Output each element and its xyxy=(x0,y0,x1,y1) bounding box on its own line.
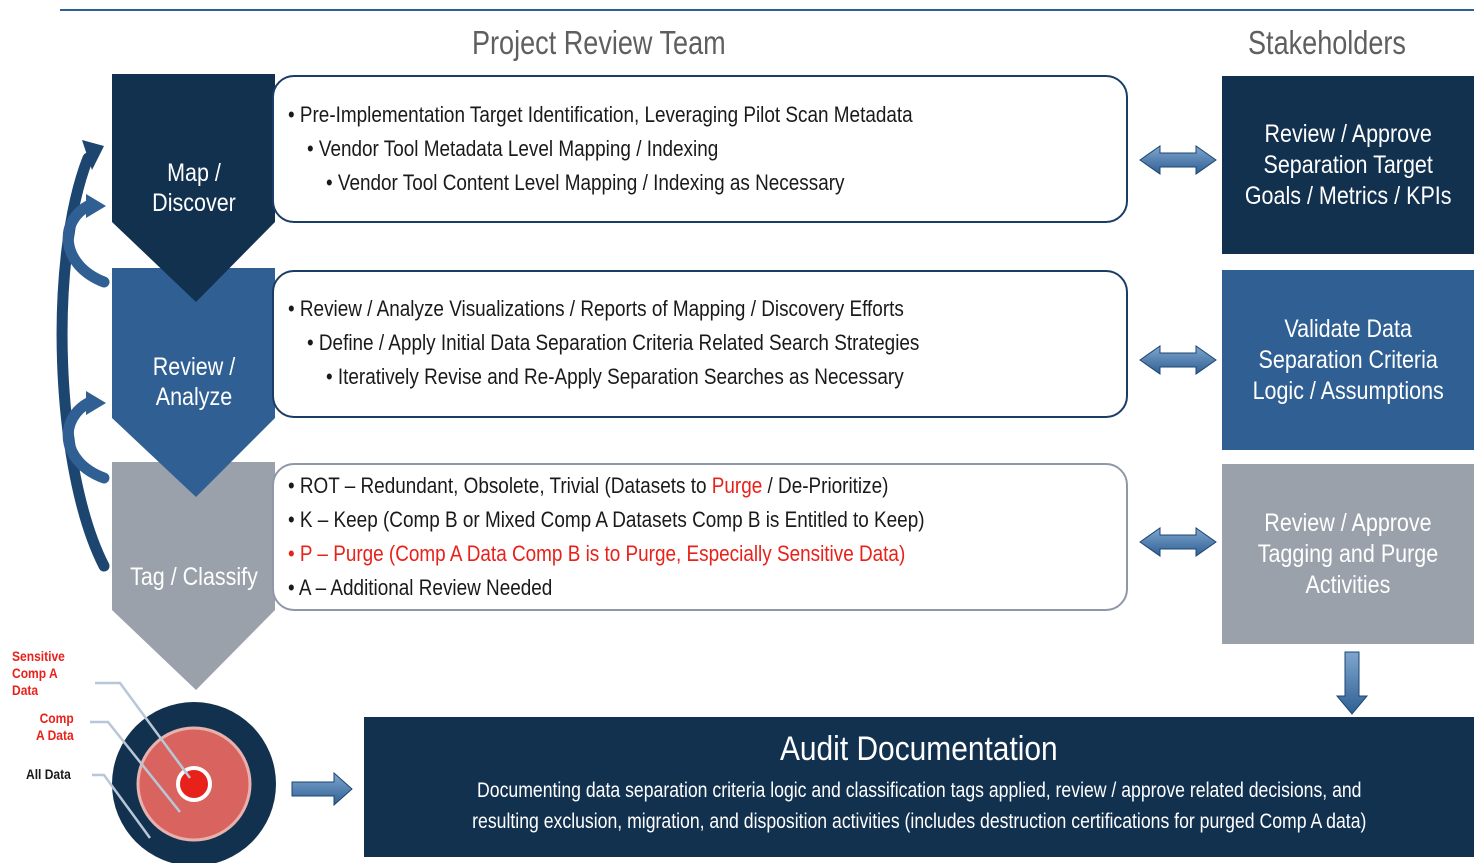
bullet-rot-suffix: / De-Prioritize) xyxy=(762,473,889,498)
bullet-define-criteria: • Define / Apply Initial Data Separation… xyxy=(307,330,920,355)
box-review-analyze xyxy=(272,270,1128,418)
audit-documentation-box: Audit Documentation Documenting data sep… xyxy=(364,717,1474,857)
stage-review-analyze-line2: Analyze xyxy=(155,383,233,411)
feedback-arrows xyxy=(56,140,110,572)
bullet-additional-review: • A – Additional Review Needed xyxy=(288,575,553,600)
stakeholder-2-line2: Separation Criteria xyxy=(1258,345,1438,374)
right-arrow xyxy=(291,771,353,807)
curved-arrow-upper-head xyxy=(86,194,106,218)
stakeholder-box-validate-criteria: Validate Data Separation Criteria Logic … xyxy=(1222,270,1474,450)
stakeholder-1-line1: Review / Approve xyxy=(1264,119,1432,148)
audit-description-line1: Documenting data separation criteria log… xyxy=(476,779,1362,802)
box-map-discover xyxy=(272,75,1128,223)
stage-map-discover: Map / Discover xyxy=(141,158,248,218)
stage-tag-classify: Tag / Classify xyxy=(118,562,269,592)
stage-tag-classify-line1: Tag / Classify xyxy=(130,563,258,591)
legend-comp-a-data: Comp A Data xyxy=(36,710,74,744)
bullet-vendor-content: • Vendor Tool Content Level Mapping / In… xyxy=(326,170,845,195)
stakeholder-2-line1: Validate Data xyxy=(1284,314,1412,343)
curved-arrow-long-head xyxy=(82,140,104,170)
curved-arrow-upper xyxy=(62,199,110,288)
audit-description-line2: resulting exclusion, migration, and disp… xyxy=(471,810,1367,833)
chevron-map-discover xyxy=(112,74,275,302)
double-arrow-3 xyxy=(1139,527,1217,557)
bullet-review-visualizations: • Review / Analyze Visualizations / Repo… xyxy=(288,296,904,321)
header-project-review-team: Project Review Team xyxy=(472,24,726,61)
bullet-rot: • ROT – Redundant, Obsolete, Trivial (Da… xyxy=(288,469,888,503)
chevron-review-analyze xyxy=(112,268,275,497)
stakeholder-box-approve-tagging: Review / Approve Tagging and Purge Activ… xyxy=(1222,464,1474,644)
legend-comp-a-line2: A Data xyxy=(36,727,74,743)
stage-map-discover-line1: Map / xyxy=(167,159,221,187)
legend-sensitive-line3: Data xyxy=(12,682,39,698)
bullet-iteratively-revise: • Iteratively Revise and Re-Apply Separa… xyxy=(326,364,904,389)
leader-all-data xyxy=(92,773,152,839)
stakeholder-1-line3: Goals / Metrics / KPIs xyxy=(1244,181,1452,210)
bullet-rot-prefix: • ROT – Redundant, Obsolete, Trivial (Da… xyxy=(288,473,712,498)
box-tag-classify xyxy=(272,463,1128,611)
header-stakeholders: Stakeholders xyxy=(1248,24,1406,61)
double-arrow-1 xyxy=(1139,145,1217,175)
legend-comp-a-line1: Comp xyxy=(39,710,74,726)
bullet-vendor-metadata: • Vendor Tool Metadata Level Mapping / I… xyxy=(307,136,719,161)
curved-arrow-long xyxy=(56,152,110,572)
curved-arrow-lower-head xyxy=(86,391,106,415)
stakeholder-1-line2: Separation Target xyxy=(1263,150,1433,179)
leader-sensitive xyxy=(95,681,192,779)
bullet-keep: • K – Keep (Comp B or Mixed Comp A Datas… xyxy=(288,507,925,532)
data-target xyxy=(90,681,276,863)
audit-title: Audit Documentation xyxy=(780,730,1058,768)
leader-comp-a xyxy=(90,720,181,813)
chevron-tag-classify xyxy=(112,462,275,690)
legend-sensitive-line1: Sensitive xyxy=(12,648,65,664)
bullet-purge: • P – Purge (Comp A Data Comp B is to Pu… xyxy=(288,541,906,566)
stakeholder-box-approve-targets: Review / Approve Separation Target Goals… xyxy=(1222,76,1474,254)
stakeholder-3-line3: Activities xyxy=(1305,570,1391,599)
bullet-pre-implementation: • Pre-Implementation Target Identificati… xyxy=(288,102,913,127)
double-arrow-2 xyxy=(1139,345,1217,375)
bullet-rot-purge-word: Purge xyxy=(711,473,763,498)
curved-arrow-lower xyxy=(62,396,110,484)
sensitive-core xyxy=(176,766,212,802)
stage-map-discover-line2: Discover xyxy=(152,189,236,217)
stakeholder-3-line2: Tagging and Purge xyxy=(1257,539,1439,568)
down-arrow xyxy=(1335,651,1369,715)
legend-sensitive-line2: Comp A xyxy=(12,665,58,681)
stakeholder-2-line3: Logic / Assumptions xyxy=(1252,376,1444,405)
stakeholder-3-line1: Review / Approve xyxy=(1264,508,1432,537)
stage-review-analyze-line1: Review / xyxy=(152,353,236,381)
legend-all-data: All Data xyxy=(26,766,71,782)
legend-sensitive-comp-a-data: Sensitive Comp A Data xyxy=(12,648,65,699)
stage-review-analyze: Review / Analyze xyxy=(141,352,248,412)
